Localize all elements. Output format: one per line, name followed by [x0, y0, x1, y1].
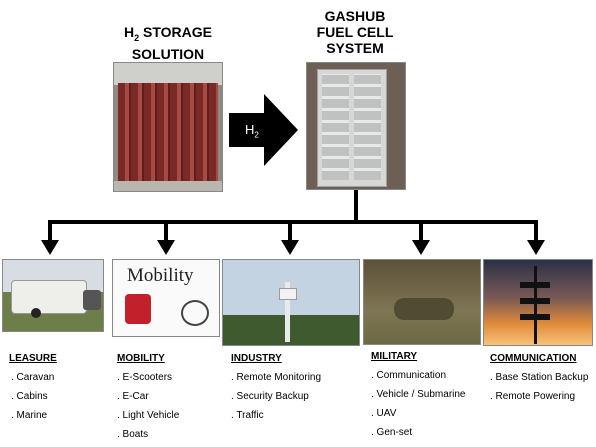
mobility-photo: Mobility — [112, 259, 220, 337]
heading-leasure: LEASURE — [9, 353, 57, 364]
list-item: . Remote Monitoring — [231, 372, 322, 383]
list-item: . E-Scooters — [117, 372, 173, 383]
list-item: . Boats — [117, 429, 149, 440]
list-item: . Gen-set — [371, 427, 413, 438]
caravan-photo — [2, 259, 104, 332]
hydrogen-storage-photo — [113, 62, 223, 192]
list-item: . Marine — [11, 410, 48, 421]
fuel-cell-system-photo — [306, 62, 406, 190]
h2-flow-arrow — [229, 94, 298, 166]
wheelchair-shape — [181, 300, 209, 326]
scooter-shape — [125, 294, 151, 324]
military-photo — [363, 259, 481, 345]
heading-mobility: MOBILITY — [117, 353, 165, 364]
heading-military: MILITARY — [371, 351, 418, 362]
list-item: . Vehicle / Submarine — [371, 389, 466, 400]
industry-photo — [222, 259, 360, 346]
fuelcell-title: GASHUB FUEL CELL SYSTEM — [316, 8, 394, 56]
list-item: . Traffic — [231, 410, 264, 421]
list-item: . Light Vehicle — [117, 410, 180, 421]
storage-title: H2 STORAGE SOLUTION — [123, 24, 212, 62]
list-leasure: . Caravan . Cabins . Marine — [11, 368, 54, 425]
list-item: . Remote Powering — [490, 391, 576, 402]
arrowhead-communication — [527, 240, 545, 255]
list-item: . Caravan — [11, 372, 55, 383]
heading-communication: COMMUNICATION — [490, 353, 577, 364]
list-military: . Communication . Vehicle / Submarine . … — [371, 366, 466, 442]
gas-cylinders — [118, 83, 218, 183]
arrowhead-leasure — [41, 240, 59, 255]
h2-arrow-label: H2 — [245, 122, 259, 140]
list-industry: . Remote Monitoring . Security Backup . … — [231, 368, 321, 425]
arrowhead-industry — [281, 240, 299, 255]
list-item: . Communication — [371, 370, 447, 381]
arrowhead-military — [412, 240, 430, 255]
communication-tower-photo — [483, 259, 593, 346]
list-item: . Base Station Backup — [490, 372, 589, 383]
arrowhead-mobility — [157, 240, 175, 255]
heading-industry: INDUSTRY — [231, 353, 282, 364]
list-item: . Cabins — [11, 391, 48, 402]
list-communication: . Base Station Backup . Remote Powering — [490, 368, 588, 406]
list-item: . UAV — [371, 408, 397, 419]
list-item: . Security Backup — [231, 391, 309, 402]
list-item: . E-Car — [117, 391, 149, 402]
list-mobility: . E-Scooters . E-Car . Light Vehicle . B… — [117, 368, 179, 444]
